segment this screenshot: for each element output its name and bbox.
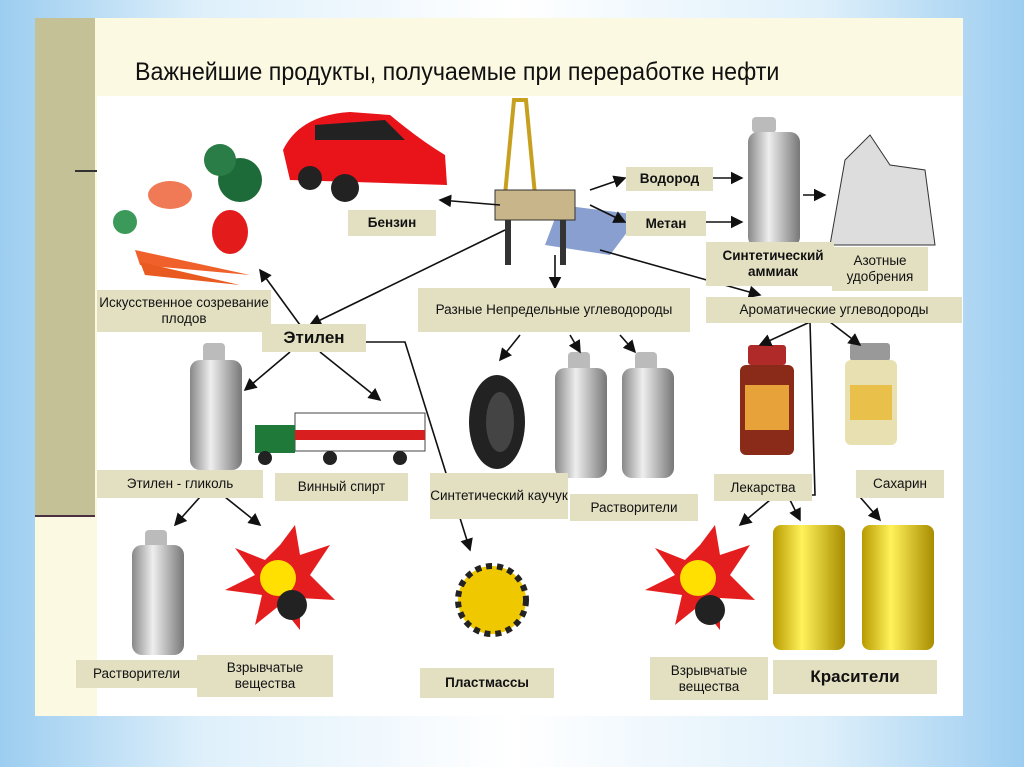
bottle-icon [190, 343, 242, 470]
label-spirt: Винный спирт [275, 473, 408, 501]
label-aromaticheskie: Ароматические углеводороды [706, 297, 962, 323]
label-ammiak: Синтетический аммиак [706, 242, 834, 286]
label-plastmassy: Пластмассы [420, 668, 554, 698]
label-vzryv-left: Взрывчатые вещества [197, 655, 333, 697]
saccharin-jar-icon [845, 343, 897, 445]
label-etilen: Этилен [262, 324, 366, 352]
label-rastvoriteli-mid: Растворители [570, 494, 698, 521]
label-udobreniya: Азотные удобрения [832, 247, 928, 291]
label-saharin: Сахарин [856, 470, 944, 498]
oil-platform-icon [494, 98, 640, 265]
label-vzryv-right: Взрывчатые вещества [650, 657, 768, 700]
label-rastvoriteli-left: Растворители [76, 660, 197, 688]
label-sozrevanie: Искусственное созревание плодов [97, 290, 271, 332]
divider [35, 515, 95, 517]
explosion-icon [225, 525, 335, 630]
label-metan: Метан [626, 211, 706, 236]
left-accent-bar [35, 18, 95, 516]
label-lekarstva: Лекарства [714, 474, 812, 501]
fertilizer-bags-icon [829, 134, 936, 246]
medicine-jar-icon [740, 345, 794, 455]
car-icon [283, 112, 447, 202]
label-benzin: Бензин [348, 210, 436, 236]
bottle-icon [748, 117, 800, 247]
bottle-icon [132, 530, 184, 655]
label-kauchuk: Синтетический каучук [430, 473, 568, 519]
vegetables-icon [113, 144, 262, 285]
gear-icon [455, 563, 529, 637]
label-nepredelnye: Разные Непредельные углеводороды [418, 288, 690, 332]
label-krasiteli: Красители [773, 660, 937, 694]
label-vodorod: Водород [626, 167, 713, 191]
explosion-icon [645, 525, 755, 630]
label-glikol: Этилен - гликоль [97, 470, 263, 498]
bottle-icon [555, 352, 607, 478]
truck-icon [255, 412, 426, 465]
paint-barrel-icon [862, 525, 934, 650]
paint-barrel-icon [773, 525, 845, 650]
divider [75, 170, 99, 172]
slide-title: Важнейшие продукты, получаемые при перер… [135, 58, 780, 86]
bottle-icon [622, 352, 674, 478]
tire-icon [469, 375, 525, 469]
